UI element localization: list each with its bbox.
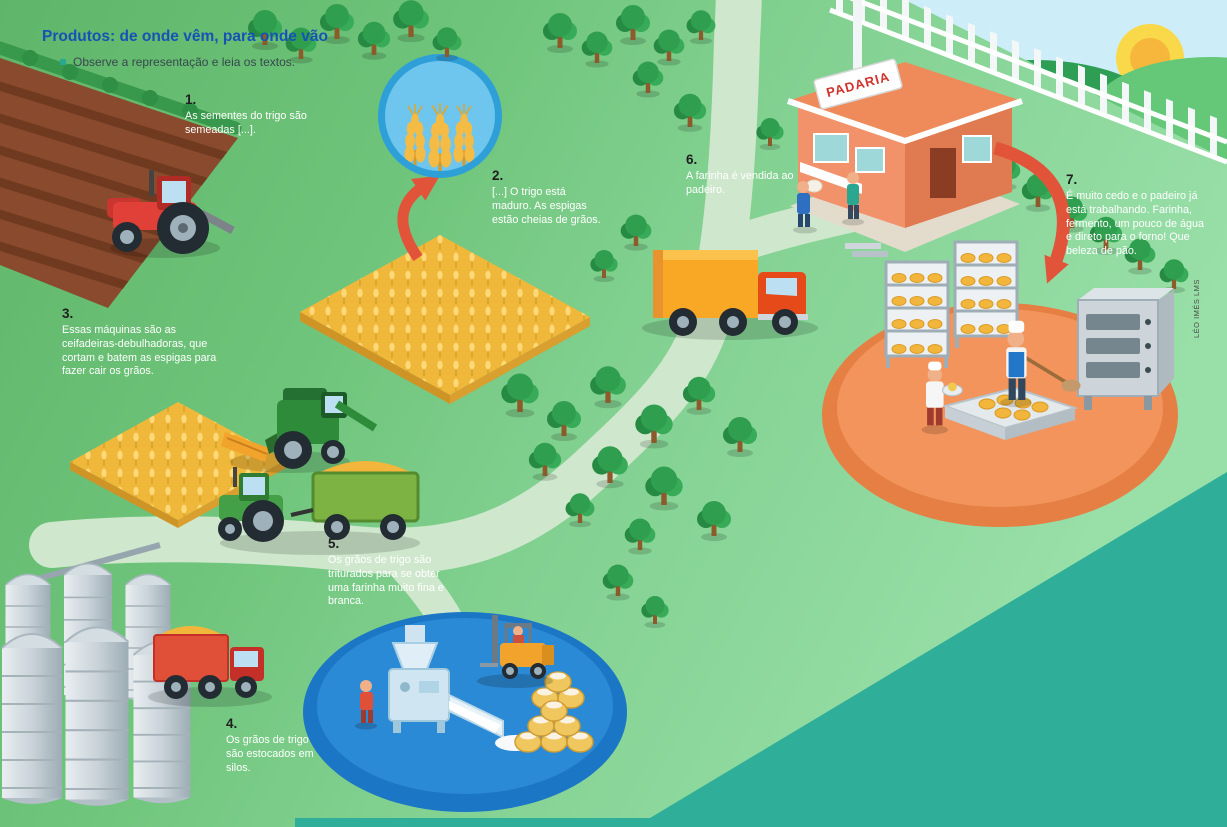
arrow-bakery-to-bakers <box>993 141 1070 284</box>
instruction-text: Observe a representação e leia os textos… <box>73 55 296 69</box>
step-number: 1. <box>185 92 197 107</box>
baker-kneading <box>921 361 963 435</box>
bakery-door <box>930 148 956 198</box>
hedge-row <box>0 41 242 135</box>
baker-with-peel <box>1000 320 1081 408</box>
step-text: Essas máquinas são as ceifadeiras-debulh… <box>62 324 217 378</box>
step-4: 4. Os grãos de trigo são estocados em si… <box>226 716 321 775</box>
instruction-line: Observe a representação e leia os textos… <box>60 55 295 69</box>
step-7: 7. É muito cedo e o padeiro já está trab… <box>1066 172 1211 259</box>
person-baker-greeting <box>842 172 864 226</box>
teal-ground <box>295 472 1227 827</box>
page-title: Produtos: de onde vêm, para onde vão <box>42 28 328 45</box>
work-table <box>941 386 1079 440</box>
bullet-icon <box>60 59 66 65</box>
oven <box>1077 288 1174 410</box>
person-flour-carrier <box>793 179 823 234</box>
step-number: 4. <box>226 716 238 731</box>
bread-rack <box>884 260 950 370</box>
white-pole <box>853 0 862 92</box>
step-2: 2. [...] O trigo está maduro. As espigas… <box>492 168 607 227</box>
step-number: 5. <box>328 536 340 551</box>
step-6: 6. A farinha é vendida ao padeiro. <box>686 152 816 198</box>
grain-truck <box>148 626 272 707</box>
step-3: 3. Essas máquinas são as ceifadeiras-deb… <box>62 306 230 379</box>
step-number: 7. <box>1066 172 1078 187</box>
flour-mill <box>388 625 535 751</box>
step-text: A farinha é vendida ao padeiro. <box>686 170 794 196</box>
grain-tractor-trailer <box>218 461 420 555</box>
step-1: 1. As sementes do trigo são semeadas [..… <box>185 92 320 138</box>
step-text: [...] O trigo está maduro. As espigas es… <box>492 186 601 226</box>
bakery-building: PADARIA <box>787 58 1023 257</box>
wheat-field <box>70 235 590 528</box>
combine-harvester <box>221 388 378 473</box>
red-tractor <box>107 170 235 258</box>
step-text: Os grãos de trigo são triturados para se… <box>328 554 444 608</box>
arrow-field-to-badge <box>397 175 440 262</box>
step-number: 3. <box>62 306 74 321</box>
bread-rack <box>953 240 1019 350</box>
step-text: As sementes do trigo são semeadas [...]. <box>185 110 307 136</box>
step-number: 6. <box>686 152 698 167</box>
wheat-circle-badge <box>378 54 502 178</box>
bakers-platform <box>822 240 1178 527</box>
mill-worker <box>355 680 377 730</box>
step-5: 5. Os grãos de trigo são triturados para… <box>328 536 463 609</box>
step-text: Os grãos de trigo são estocados em silos… <box>226 734 314 774</box>
forklift <box>477 615 554 688</box>
fence <box>829 0 1227 165</box>
silos <box>1 542 192 807</box>
mill-platform <box>303 612 627 812</box>
step-number: 2. <box>492 168 504 183</box>
step-text: É muito cedo e o padeiro já está trabalh… <box>1066 190 1205 258</box>
artist-credit: LÉO IMÉS LMS <box>1192 279 1201 338</box>
delivery-truck <box>642 250 818 340</box>
